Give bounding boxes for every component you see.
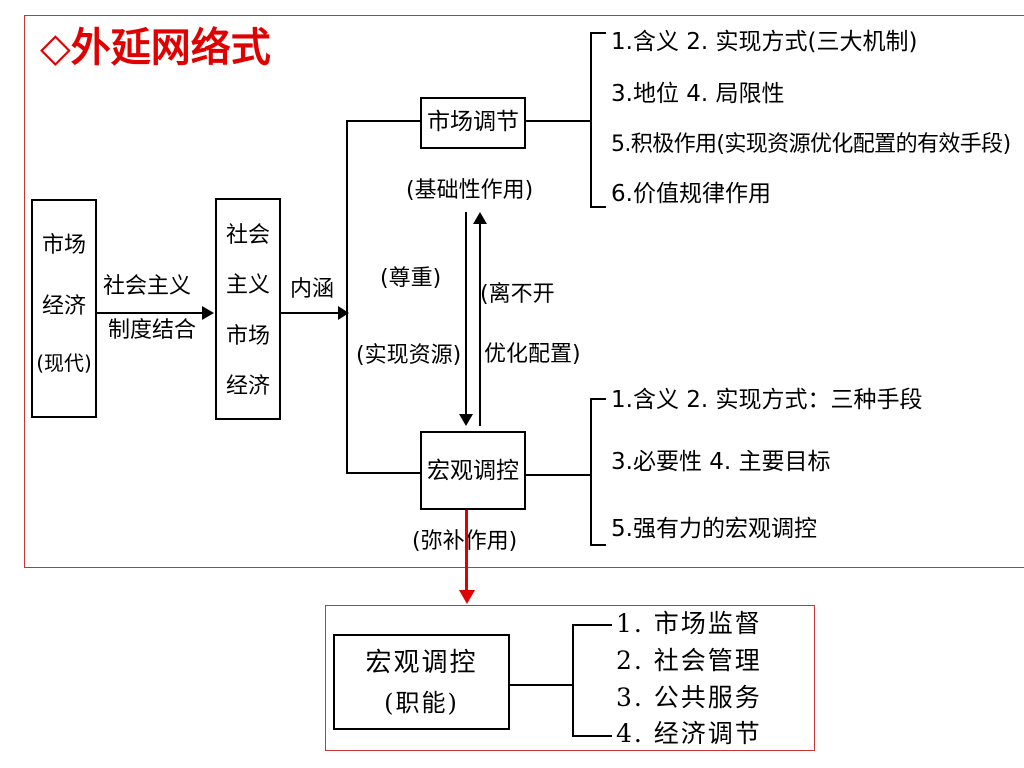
function-box xyxy=(333,634,510,730)
branch-vertical-line xyxy=(346,120,348,474)
function-box-title: 宏观调控 xyxy=(365,648,478,678)
fn-item-2: 2. 社会管理 xyxy=(616,646,762,675)
mc-item-3: 5.强有力的宏观调控 xyxy=(611,516,817,542)
market-regulation-box xyxy=(420,97,526,149)
arrow-shaft-connotation xyxy=(281,312,341,314)
fn-bracket-vertical xyxy=(572,624,574,737)
market-economy-line-3: (现代) xyxy=(36,351,92,375)
market-regulation-role: (基础性作用) xyxy=(406,178,534,203)
branch-bottom-line xyxy=(346,472,420,474)
red-arrow-shaft xyxy=(465,510,468,592)
fn-item-1: 1. 市场监督 xyxy=(616,609,762,638)
relation-arrow-down xyxy=(465,212,467,422)
mr-bracket-bottom xyxy=(590,206,606,208)
diagram-frame xyxy=(24,15,1024,568)
mc-bracket-top xyxy=(590,398,606,400)
function-frame xyxy=(325,605,815,751)
realize-resources-label: (实现资源) xyxy=(356,343,462,368)
fn-bracket-top xyxy=(572,624,612,626)
mr-connector xyxy=(526,120,590,122)
market-economy-line-1: 市场 xyxy=(41,233,86,258)
fn-bracket-bottom xyxy=(572,735,612,737)
sme-line-1: 社会 xyxy=(225,223,270,248)
mc-connector xyxy=(526,474,590,476)
arrow-head-combine xyxy=(202,306,214,320)
relation-arrow-down-head xyxy=(459,414,473,426)
market-economy-line-2: 经济 xyxy=(41,294,86,319)
arrow-head-connotation xyxy=(338,306,349,320)
macro-control-label: 宏观调控 xyxy=(427,458,519,484)
macro-control-role: (弥补作用) xyxy=(412,529,517,555)
function-box-subtitle: (职能) xyxy=(384,689,459,717)
fn-item-4: 4. 经济调节 xyxy=(616,719,762,748)
arrow-shaft-combine xyxy=(97,312,203,314)
mr-bracket-vertical xyxy=(590,32,592,208)
mc-bracket-vertical xyxy=(590,398,592,546)
combine-label-2: 制度结合 xyxy=(108,318,197,343)
optimize-allocation-label: 优化配置) xyxy=(484,342,581,367)
mr-item-4: 6.价值规律作用 xyxy=(611,181,771,207)
mc-item-1: 1.含义 2. 实现方式：三种手段 xyxy=(611,387,923,413)
relation-arrow-up xyxy=(479,220,481,426)
socialist-market-economy-box xyxy=(215,198,281,420)
respect-label: (尊重) xyxy=(380,266,442,291)
combine-label-1: 社会主义 xyxy=(103,274,192,299)
inseparable-label: (离不开 xyxy=(480,282,555,307)
connotation-label: 内涵 xyxy=(290,277,335,302)
relation-arrow-up-head xyxy=(473,212,487,224)
mc-item-2: 3.必要性 4. 主要目标 xyxy=(611,449,831,475)
mr-item-1: 1.含义 2. 实现方式(三大机制) xyxy=(611,29,918,55)
mr-item-2: 3.地位 4. 局限性 xyxy=(611,81,785,107)
fn-item-3: 3. 公共服务 xyxy=(616,683,762,712)
sme-line-3: 市场 xyxy=(225,324,270,349)
sme-line-4: 经济 xyxy=(225,374,270,399)
mc-bracket-bottom xyxy=(590,544,606,546)
macro-control-box xyxy=(420,431,526,510)
market-regulation-label: 市场调节 xyxy=(427,109,519,135)
market-economy-box xyxy=(31,199,97,418)
red-arrow-head xyxy=(459,590,475,604)
fn-connector xyxy=(510,684,572,686)
branch-top-line xyxy=(346,120,420,122)
mr-item-3: 5.积极作用(实现资源优化配置的有效手段) xyxy=(611,132,1011,157)
sme-line-2: 主义 xyxy=(225,273,270,298)
mr-bracket-top xyxy=(590,32,606,34)
page-title: ◇外延网络式 xyxy=(40,25,271,71)
